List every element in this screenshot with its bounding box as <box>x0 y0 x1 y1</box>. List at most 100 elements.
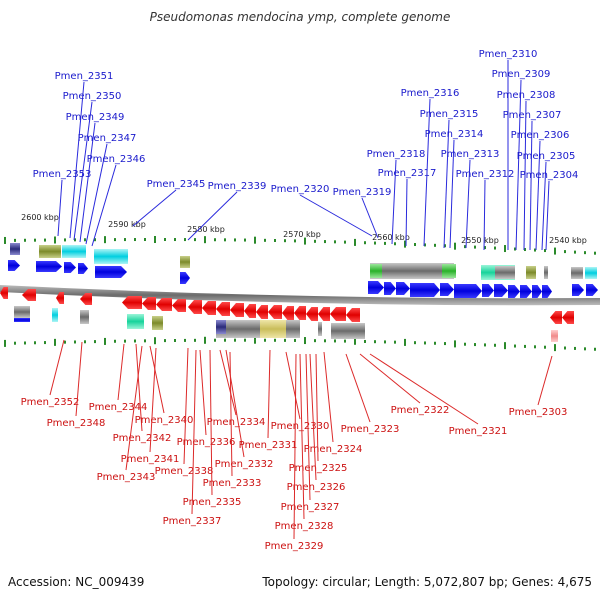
bottom-gene-label[interactable]: Pmen_2338 <box>155 466 214 477</box>
top-gene-label[interactable]: Pmen_2313 <box>441 149 500 160</box>
bottom-gene-label[interactable]: Pmen_2348 <box>47 418 106 429</box>
reverse-gene-arrow[interactable] <box>22 289 36 301</box>
forward-gene-arrow[interactable] <box>95 266 127 278</box>
reverse-gene-arrow[interactable] <box>244 304 256 318</box>
forward-gene-arrow[interactable] <box>586 284 598 296</box>
top-gene-label[interactable]: Pmen_2351 <box>55 71 114 82</box>
bottom-gene-label[interactable]: Pmen_2335 <box>183 497 242 508</box>
top-gene-label[interactable]: Pmen_2305 <box>517 151 576 162</box>
bottom-gene-label[interactable]: Pmen_2341 <box>121 454 180 465</box>
top-gene-label[interactable]: Pmen_2350 <box>63 91 122 102</box>
bottom-gene-label[interactable]: Pmen_2322 <box>391 405 450 416</box>
bottom-tick <box>104 337 106 345</box>
top-gene-label[interactable]: Pmen_2306 <box>511 130 570 141</box>
feature-box <box>495 266 515 279</box>
forward-gene-arrow[interactable] <box>440 283 454 296</box>
bottom-gene-label[interactable]: Pmen_2343 <box>97 472 156 483</box>
forward-gene-arrow[interactable] <box>572 284 584 296</box>
reverse-gene-arrow[interactable] <box>268 305 282 319</box>
forward-gene-arrow[interactable] <box>482 284 494 297</box>
forward-gene-arrow[interactable] <box>396 282 410 295</box>
top-gene-label[interactable]: Pmen_2315 <box>420 109 479 120</box>
reverse-gene-arrow[interactable] <box>282 306 294 320</box>
bottom-callout-line <box>117 343 125 401</box>
reverse-gene-arrow[interactable] <box>142 297 156 310</box>
forward-gene-arrow[interactable] <box>180 272 190 284</box>
bottom-gene-label[interactable]: Pmen_2303 <box>509 407 568 418</box>
bottom-gene-label[interactable]: Pmen_2337 <box>163 516 222 527</box>
bottom-gene-label[interactable]: Pmen_2340 <box>135 415 194 426</box>
forward-gene-arrow[interactable] <box>368 281 384 294</box>
top-gene-label[interactable]: Pmen_2353 <box>33 169 92 180</box>
top-gene-label[interactable]: Pmen_2314 <box>425 129 484 140</box>
bottom-tick <box>34 341 36 345</box>
top-gene-label[interactable]: Pmen_2339 <box>208 181 267 192</box>
reverse-gene-arrow[interactable] <box>346 308 360 322</box>
bottom-gene-label[interactable]: Pmen_2331 <box>239 440 298 451</box>
reverse-gene-arrow[interactable] <box>202 301 216 315</box>
bottom-gene-label[interactable]: Pmen_2327 <box>281 502 340 513</box>
bottom-gene-label[interactable]: Pmen_2323 <box>341 424 400 435</box>
reverse-gene-arrow[interactable] <box>318 307 330 321</box>
reverse-gene-arrow[interactable] <box>562 311 574 324</box>
forward-gene-arrow[interactable] <box>78 263 88 274</box>
top-gene-label[interactable]: Pmen_2320 <box>271 184 330 195</box>
top-gene-label[interactable]: Pmen_2316 <box>401 88 460 99</box>
bottom-gene-label[interactable]: Pmen_2352 <box>21 397 80 408</box>
forward-gene-arrow[interactable] <box>384 282 396 295</box>
reverse-gene-arrow[interactable] <box>330 307 346 321</box>
bottom-gene-label[interactable]: Pmen_2333 <box>203 478 262 489</box>
bottom-gene-label[interactable]: Pmen_2344 <box>89 402 148 413</box>
reverse-gene-arrow[interactable] <box>216 302 230 316</box>
bottom-gene-label[interactable]: Pmen_2328 <box>275 521 334 532</box>
bottom-gene-label[interactable]: Pmen_2332 <box>215 459 274 470</box>
forward-gene-arrow[interactable] <box>36 261 62 272</box>
reverse-gene-arrow[interactable] <box>550 311 562 324</box>
top-gene-label[interactable]: Pmen_2307 <box>503 110 562 121</box>
bottom-gene-label[interactable]: Pmen_2329 <box>265 541 324 552</box>
bottom-gene-label[interactable]: Pmen_2330 <box>271 421 330 432</box>
forward-gene-arrow[interactable] <box>542 285 552 298</box>
bottom-gene-label[interactable]: Pmen_2342 <box>113 433 172 444</box>
reverse-gene-arrow[interactable] <box>122 296 142 309</box>
reverse-gene-arrow[interactable] <box>256 305 268 319</box>
reverse-gene-arrow[interactable] <box>230 303 244 317</box>
bottom-gene-label[interactable]: Pmen_2334 <box>207 417 266 428</box>
forward-gene-arrow[interactable] <box>410 283 440 297</box>
top-gene-label[interactable]: Pmen_2304 <box>520 170 579 181</box>
top-gene-label[interactable]: Pmen_2310 <box>479 49 538 60</box>
forward-gene-arrow[interactable] <box>532 285 542 298</box>
forward-gene-arrow[interactable] <box>508 285 520 298</box>
bottom-gene-label[interactable]: Pmen_2321 <box>449 426 508 437</box>
forward-gene-arrow[interactable] <box>454 284 482 298</box>
forward-gene-arrow[interactable] <box>494 284 508 297</box>
top-gene-label[interactable]: Pmen_2309 <box>492 69 551 80</box>
top-gene-label[interactable]: Pmen_2347 <box>78 133 137 144</box>
top-gene-label[interactable]: Pmen_2319 <box>333 187 392 198</box>
bottom-gene-label[interactable]: Pmen_2324 <box>304 444 363 455</box>
reverse-gene-arrow[interactable] <box>80 293 92 305</box>
bottom-gene-label[interactable]: Pmen_2326 <box>287 482 346 493</box>
reverse-gene-arrow[interactable] <box>306 307 318 321</box>
top-gene-label[interactable]: Pmen_2318 <box>367 149 426 160</box>
top-gene-label[interactable]: Pmen_2349 <box>66 112 125 123</box>
top-gene-label[interactable]: Pmen_2312 <box>456 169 515 180</box>
top-tick <box>94 238 96 242</box>
forward-gene-arrow[interactable] <box>8 260 20 271</box>
bottom-tick <box>584 347 586 351</box>
top-gene-label[interactable]: Pmen_2317 <box>378 168 437 179</box>
top-tick <box>334 240 336 244</box>
reverse-gene-arrow[interactable] <box>156 298 172 311</box>
reverse-gene-arrow[interactable] <box>0 287 8 299</box>
forward-gene-arrow[interactable] <box>64 262 76 273</box>
top-gene-label[interactable]: Pmen_2346 <box>87 154 146 165</box>
reverse-gene-arrow[interactable] <box>172 299 186 312</box>
reverse-gene-arrow[interactable] <box>56 292 64 304</box>
bottom-gene-label[interactable]: Pmen_2336 <box>177 437 236 448</box>
reverse-gene-arrow[interactable] <box>294 306 306 320</box>
top-gene-label[interactable]: Pmen_2308 <box>497 90 556 101</box>
forward-gene-arrow[interactable] <box>520 285 532 298</box>
reverse-gene-arrow[interactable] <box>188 300 202 314</box>
top-gene-label[interactable]: Pmen_2345 <box>147 179 206 190</box>
bottom-gene-label[interactable]: Pmen_2325 <box>289 463 348 474</box>
